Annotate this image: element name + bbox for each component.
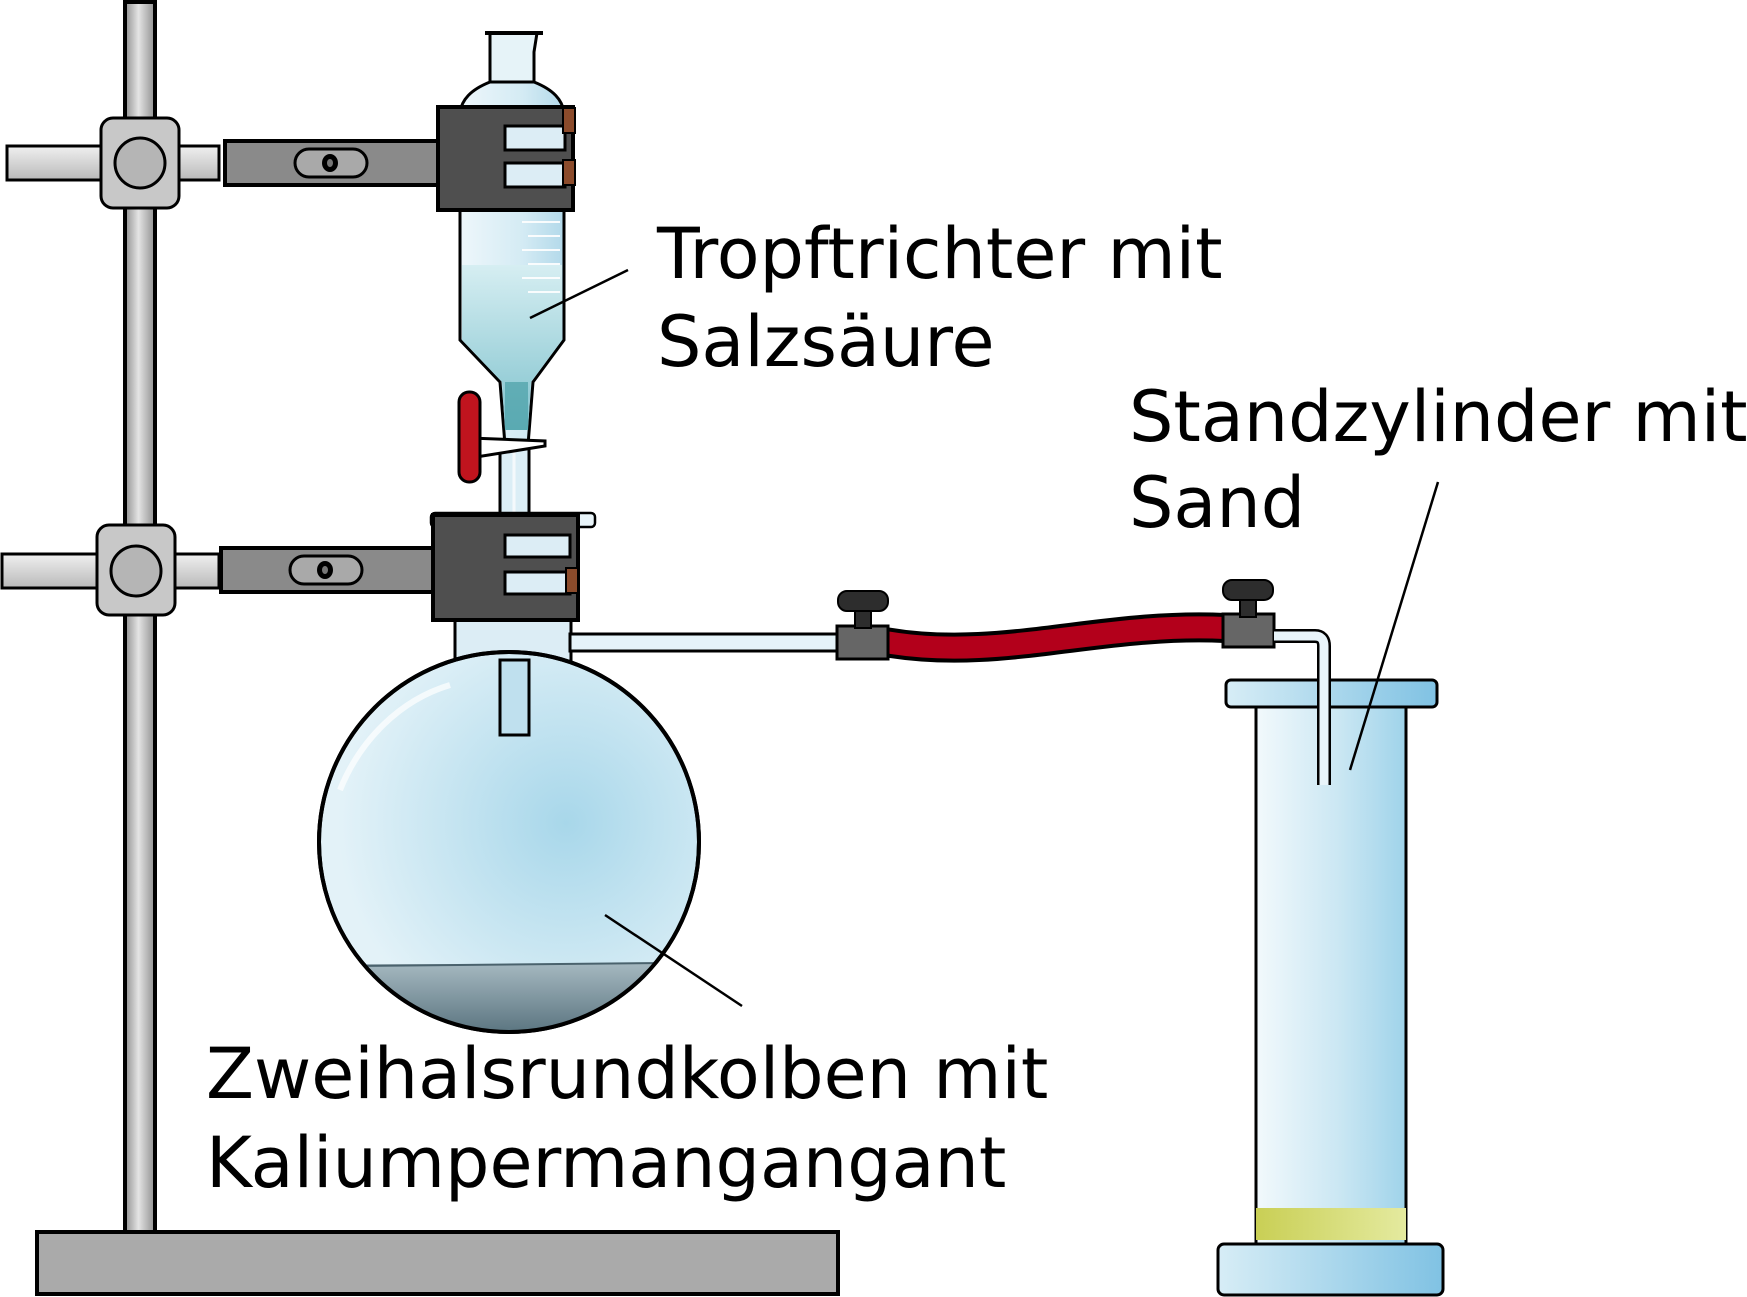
measuring-cylinder-icon [1216, 629, 1445, 1297]
funnel-label-line1: Tropftrichter mit [656, 213, 1223, 295]
hose-connector-right-icon [1221, 579, 1276, 649]
cylinder-label-line1: Standzylinder mit [1129, 376, 1747, 458]
stand-base [35, 1230, 840, 1296]
flask-label-line2: Kaliumpermangangant [206, 1122, 1006, 1204]
flask-label-line1: Zweihalsrundkolben mit [206, 1033, 1048, 1115]
funnel-leader-line [529, 268, 629, 320]
lower-clamp-jaw-icon [431, 513, 580, 622]
stopcock-icon [457, 390, 547, 484]
leader-lines [529, 268, 1440, 1008]
upper-clamp-icon [5, 116, 440, 210]
funnel-label-line2: Salzsäure [657, 301, 995, 383]
hose-connector-left-icon [835, 590, 890, 661]
lower-clamp-icon [0, 523, 436, 617]
cylinder-label-line2: Sand [1129, 462, 1305, 544]
cylinder-leader-line [1348, 481, 1440, 771]
flask-leader-line [604, 913, 743, 1008]
upper-clamp-jaw-icon [436, 105, 576, 212]
rubber-tube-icon [882, 612, 1226, 663]
